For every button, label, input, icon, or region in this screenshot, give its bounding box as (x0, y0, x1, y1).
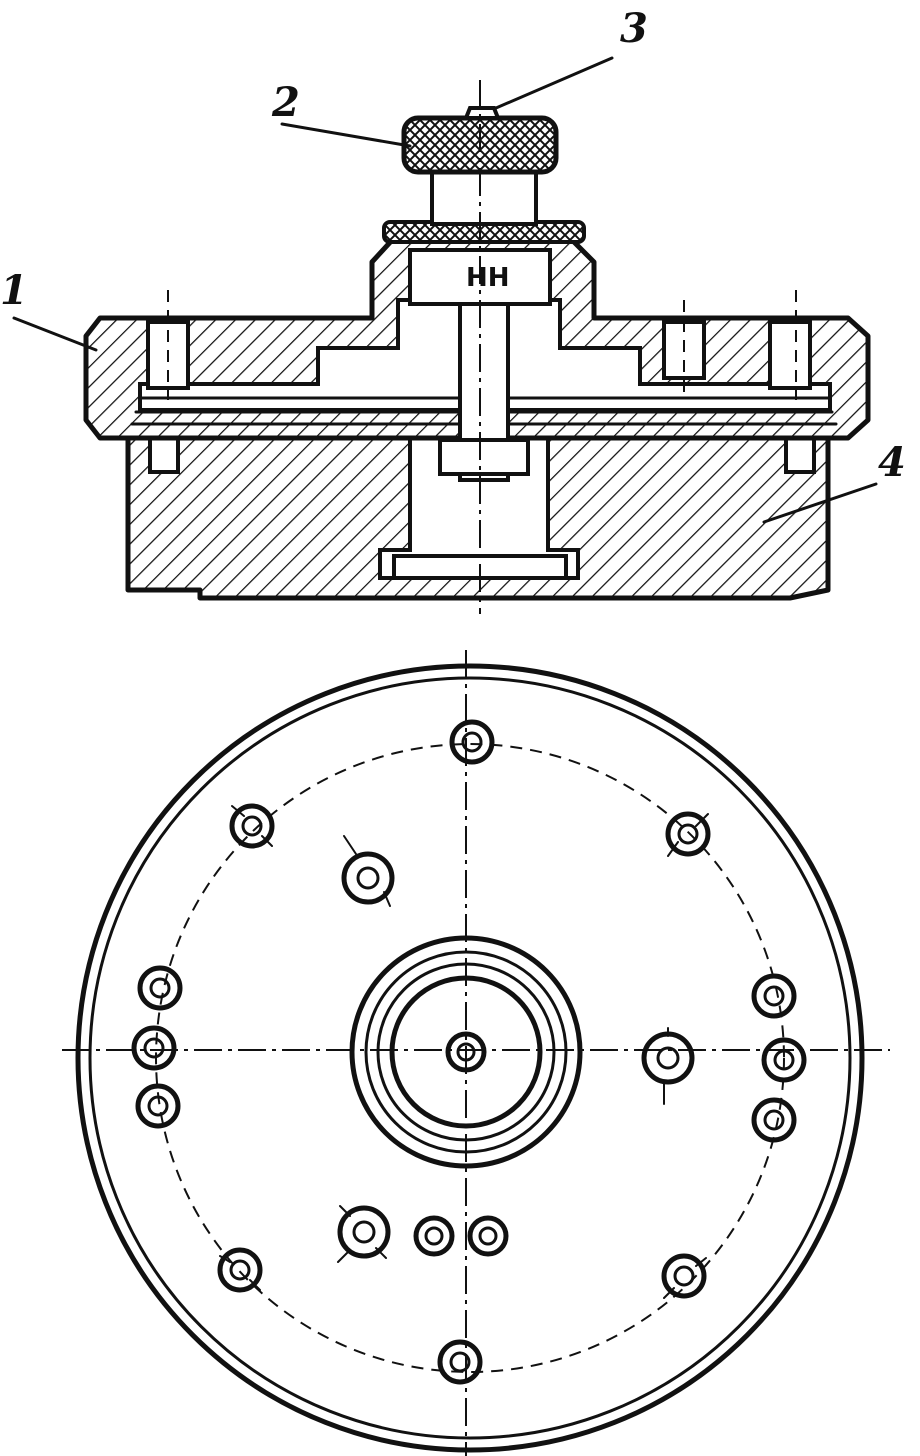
knob-neck (430, 168, 538, 226)
bolt-hole (761, 1037, 807, 1083)
bolt-hole (437, 1339, 483, 1385)
bolt-hole (641, 1031, 695, 1085)
leader-2 (280, 122, 412, 148)
callout-1: 1 (0, 267, 28, 314)
section-view: HH (83, 80, 871, 614)
bolt-hole (665, 811, 711, 857)
bolt-hole (131, 1025, 177, 1071)
bolt-holes (131, 719, 807, 1385)
callouts: 1 2 3 4 (0, 5, 906, 524)
boss-ring-2 (364, 950, 568, 1154)
bolt-hole (337, 1205, 391, 1259)
bolt-hole (137, 965, 183, 1011)
callout-4: 4 (878, 439, 906, 486)
hole-ticks (219, 805, 709, 1299)
center-hole (445, 1031, 487, 1073)
base-pin-right (784, 434, 816, 474)
bolt-hole (217, 1247, 263, 1293)
cover-hole-3 (768, 320, 812, 390)
bolt-hole (449, 719, 495, 765)
boss-ring-3 (376, 962, 556, 1142)
leader-1 (12, 316, 98, 352)
bolt-hole (467, 1215, 509, 1257)
boss-ring-4 (389, 975, 543, 1129)
callout-3: 3 (620, 5, 648, 52)
base-pin-left (148, 434, 180, 474)
center-hole-inner (456, 1042, 476, 1062)
outer-rim (75, 663, 865, 1453)
leader-3 (494, 56, 614, 110)
bolt-hole (341, 851, 395, 905)
bolt-hole (751, 973, 797, 1019)
nut-mark: HH (466, 263, 510, 293)
boss-ring-1 (349, 935, 583, 1169)
bolt-hole (135, 1083, 181, 1129)
leader-4 (762, 482, 878, 524)
bolt-hole (661, 1253, 707, 1299)
bolt-hole (413, 1215, 455, 1257)
spindle-collar (438, 438, 530, 476)
callout-2: 2 (271, 79, 300, 126)
bolt-hole (751, 1097, 797, 1143)
knob-tip (463, 106, 501, 120)
plan-view (62, 650, 890, 1456)
outer-rim-inner (88, 676, 852, 1440)
bolt-hole (229, 803, 275, 849)
